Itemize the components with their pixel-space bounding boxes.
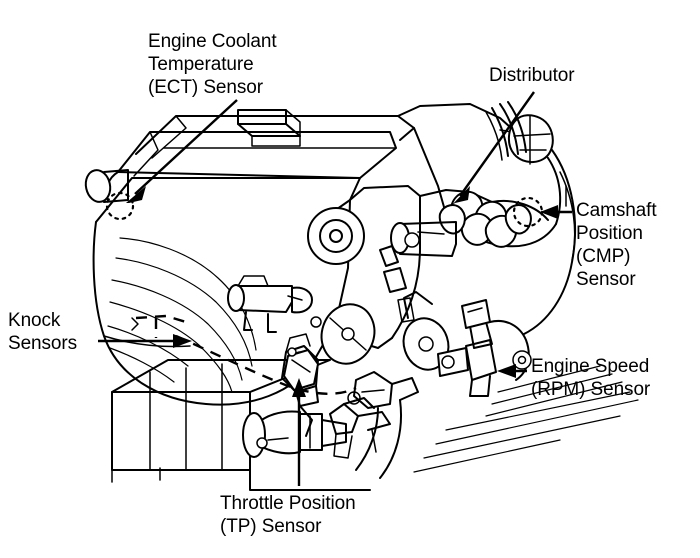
label-engine-speed-sensor: Engine Speed (RPM) Sensor bbox=[531, 356, 651, 400]
knock-sensor-hidden-outline bbox=[131, 314, 357, 395]
distributor-cap-and-wires bbox=[485, 101, 577, 335]
engine-front-cover bbox=[227, 185, 421, 409]
leader-rpm bbox=[497, 364, 527, 378]
camshaft-housing bbox=[390, 103, 562, 257]
throttle-linkage bbox=[299, 397, 391, 459]
throttle-body-assembly bbox=[281, 333, 319, 407]
leader-ect bbox=[126, 99, 238, 203]
leader-distributor bbox=[451, 91, 535, 206]
label-throttle-position-sensor: Throttle Position (TP) Sensor bbox=[220, 493, 356, 537]
engine-lower-block bbox=[111, 359, 371, 491]
label-engine-coolant-temperature-sensor: Engine Coolant Temperature (ECT) Sensor bbox=[148, 31, 277, 98]
engine-illustration bbox=[84, 101, 639, 491]
label-camshaft-position-sensor: Camshaft Position (CMP) Sensor bbox=[576, 200, 657, 290]
leader-tp bbox=[292, 378, 306, 486]
engine-right-lower bbox=[355, 291, 639, 479]
label-knock-sensors: Knock Sensors bbox=[8, 310, 78, 354]
leader-cmp bbox=[540, 185, 572, 219]
label-distributor: Distributor bbox=[489, 65, 575, 86]
callout-leaders bbox=[98, 91, 572, 486]
leader-knock bbox=[98, 334, 192, 348]
ect-sensor-location bbox=[105, 191, 135, 221]
